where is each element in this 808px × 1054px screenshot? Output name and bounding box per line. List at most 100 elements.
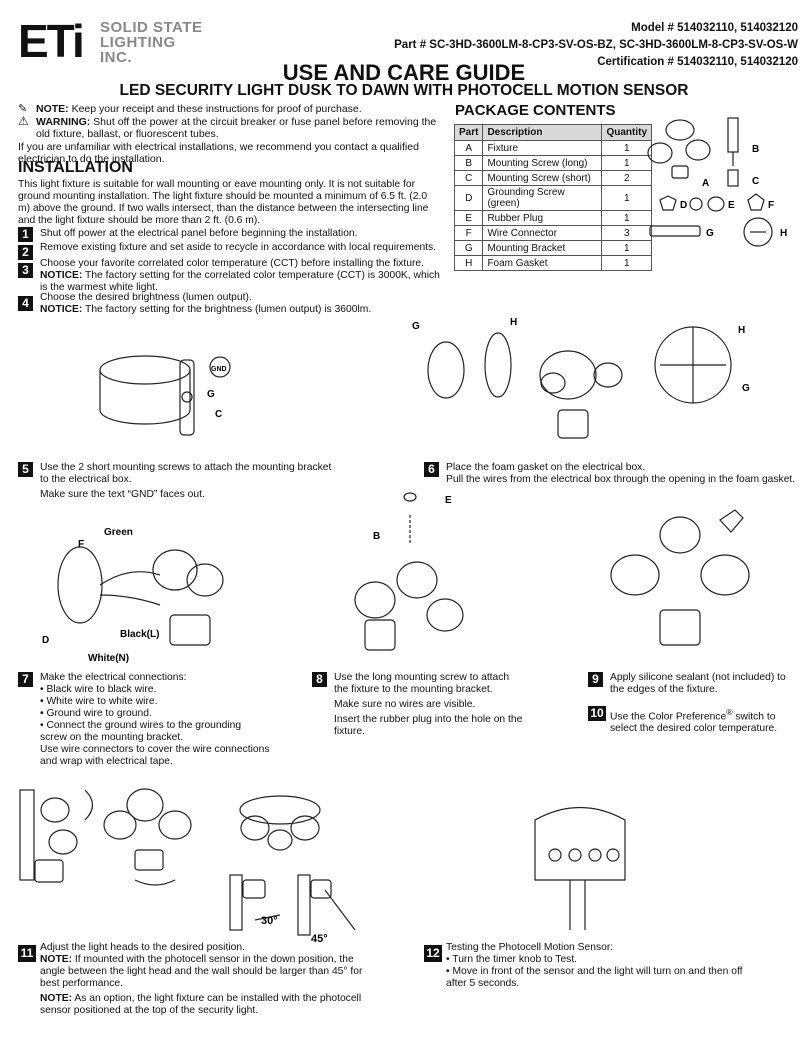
warning-line: ⚠ WARNING: Shut off the power at the cir…: [18, 113, 443, 141]
step-4-notice: The factory setting for the brightness (…: [85, 304, 372, 315]
step-number-9: 9: [588, 672, 603, 687]
step-1-text: Shut off power at the electrical panel b…: [40, 228, 358, 239]
label-d-step7: D: [42, 635, 49, 646]
cell: 1: [601, 255, 653, 271]
package-heading: PACKAGE CONTENTS: [455, 102, 616, 119]
step-3-notice-label: NOTICE:: [40, 270, 83, 281]
step-8-text: Use the long mounting screw to attach th…: [334, 672, 524, 738]
step-3-notice: The factory setting for the correlated c…: [40, 270, 440, 293]
page-title: USE AND CARE GUIDE: [282, 60, 526, 85]
step-11-note2-label: NOTE:: [40, 993, 73, 1004]
label-a: A: [702, 178, 709, 189]
step-5-main: Use the 2 short mounting screws to attac…: [40, 462, 332, 485]
label-f: F: [768, 200, 774, 211]
package-table-header: Part Description Quantity: [453, 124, 653, 141]
step-6-text: Place the foam gasket on the electrical …: [446, 462, 796, 486]
step-11-note2: As an option, the light fixture can be i…: [40, 993, 362, 1016]
step-8-sub: Make sure no wires are visible.: [334, 699, 476, 710]
cell: Grounding Screw (green): [482, 185, 603, 211]
page-subtitle: LED SECURITY LIGHT DUSK TO DAWN WITH PHO…: [119, 82, 689, 99]
step-10-post: switch to select the desired color tempe…: [610, 711, 778, 735]
step-11-text: Adjust the light heads to the desired po…: [40, 942, 380, 1017]
step-6-sub: Pull the wires from the electrical box t…: [446, 474, 796, 485]
notes-block: ✎ NOTE: Keep your receipt and these inst…: [18, 103, 443, 166]
brand-name: ETi: [18, 15, 85, 67]
cell: G: [453, 240, 484, 256]
step-12-text: Testing the Photocell Motion Sensor: • T…: [446, 942, 746, 990]
grounding-screw-icon: [689, 197, 703, 211]
label-g: G: [706, 228, 714, 239]
col-quantity: Quantity: [601, 124, 653, 141]
gasket-icon: [743, 217, 773, 247]
label-e-step8: E: [445, 495, 452, 506]
cell: E: [453, 210, 484, 226]
cell: H: [453, 255, 484, 271]
step-number-4: 4: [18, 296, 33, 311]
step-number-5: 5: [18, 462, 33, 477]
brand-tagline: SOLID STATE LIGHTING INC.: [100, 20, 202, 65]
sensor-icon: [671, 165, 689, 179]
warning-icon: ⚠: [18, 113, 29, 128]
package-parts-illustration: B A C D E F G H: [647, 117, 787, 247]
step-8-sub2: Insert the rubber plug into the hole on …: [334, 714, 523, 737]
registered-mark: ®: [726, 707, 733, 717]
fixture-head-icon: [665, 119, 695, 141]
step-12-bullet: Turn the timer knob to Test.: [452, 954, 578, 965]
step-number-6: 6: [424, 462, 439, 477]
step-5-text: Use the 2 short mounting screws to attac…: [40, 462, 340, 501]
sealant-illustration: [610, 509, 750, 646]
step-11-note-label: NOTE:: [40, 954, 73, 965]
step-6-main: Place the foam gasket on the electrical …: [446, 462, 646, 473]
bracket-icon: [649, 225, 701, 237]
step-number-7: 7: [18, 672, 33, 687]
step-7-bullet: Black wire to black wire.: [46, 684, 157, 695]
black-wire-label: Black(L): [120, 629, 159, 640]
label-h: H: [780, 228, 787, 239]
step-7-bullet: White wire to white wire.: [46, 696, 158, 707]
step-10-pre: Use the Color Preference: [610, 711, 727, 723]
step-10-text: Use the Color Preference® switch to sele…: [610, 706, 790, 735]
step-12-intro: Testing the Photocell Motion Sensor:: [446, 942, 614, 953]
brand-line-2: LIGHTING: [100, 34, 176, 51]
angle-30-label: 30°: [261, 915, 278, 927]
step-7-bullet: Ground wire to ground.: [46, 708, 152, 719]
step-12-bullet: Move in front of the sensor and the ligh…: [446, 966, 743, 989]
step-number-8: 8: [312, 672, 327, 687]
step-number-3: 3: [18, 263, 33, 278]
fixture-mounting-illustration: E B: [354, 492, 464, 651]
installation-heading: INSTALLATION: [18, 159, 133, 176]
step-7-text: Make the electrical connections: • Black…: [40, 672, 270, 767]
step-3-text: Choose your favorite correlated color te…: [40, 258, 440, 294]
cell: Fixture: [482, 140, 603, 156]
step-number-2: 2: [18, 245, 33, 260]
note-label: NOTE:: [36, 103, 69, 115]
step-11-note: If mounted with the photocell sensor in …: [40, 954, 363, 989]
model-info: Model # 514032110, 514032120 Part # SC-3…: [394, 20, 798, 71]
step-5-sub: Make sure the text “GND” faces out.: [40, 489, 205, 500]
step-11-main: Adjust the light heads to the desired po…: [40, 942, 245, 953]
step-8-main: Use the long mounting screw to attach th…: [334, 672, 510, 695]
junction-box-illustration: GND G C: [99, 355, 231, 436]
angle-45-label: 45°: [311, 933, 328, 945]
note-line: ✎ NOTE: Keep your receipt and these inst…: [18, 103, 443, 116]
electrician-note: If you are unfamiliar with electrical in…: [18, 140, 419, 166]
cell: Mounting Bracket: [482, 240, 603, 256]
note-text: Keep your receipt and these instructions…: [71, 103, 362, 115]
label-e: E: [728, 200, 735, 211]
step-9-text: Apply silicone sealant (not included) to…: [610, 672, 786, 695]
part-number: Part # SC-3HD-3600LM-8-CP3-SV-OS-BZ, SC-…: [394, 39, 798, 51]
label-b-step8: B: [373, 531, 380, 542]
label-c: C: [752, 176, 759, 187]
label-g-step5: G: [207, 389, 215, 400]
step-4-notice-label: NOTICE:: [40, 304, 83, 315]
step-7-end: Use wire connectors to cover the wire co…: [40, 744, 270, 767]
step-7-bullet: Connect the ground wires to the groundin…: [40, 720, 242, 743]
step-number-1: 1: [18, 227, 33, 242]
col-description: Description: [482, 124, 603, 141]
